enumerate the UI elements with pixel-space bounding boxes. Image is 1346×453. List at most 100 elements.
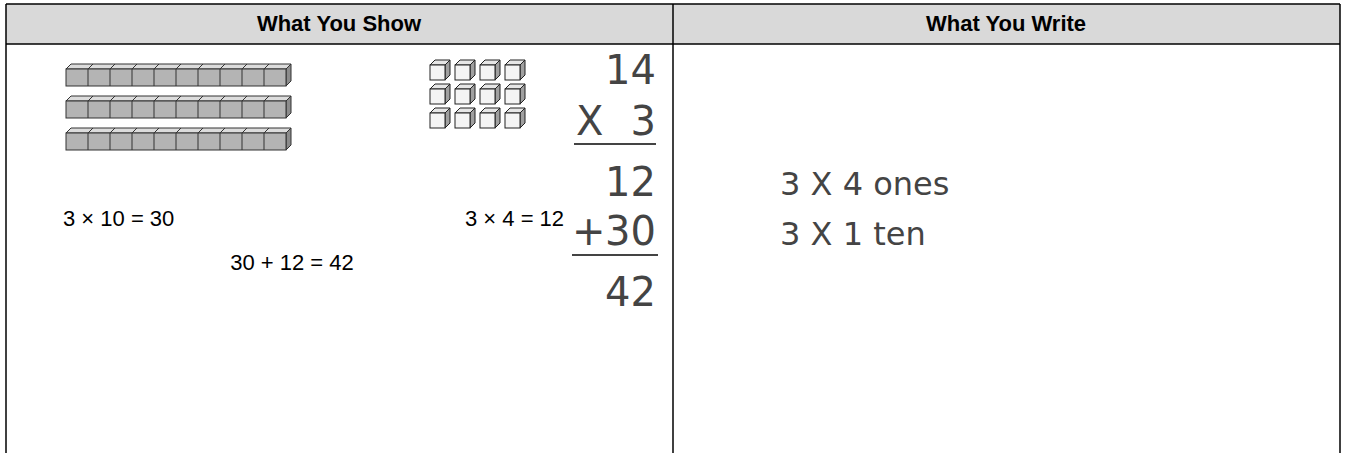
unit-cube <box>505 84 525 104</box>
cube-side <box>470 84 475 104</box>
unit-mark <box>110 64 115 69</box>
unit-mark <box>88 69 89 86</box>
column-header: What You Show <box>257 13 421 35</box>
unit-mark <box>264 133 265 150</box>
cube-side <box>495 60 500 80</box>
cube-side <box>470 60 475 80</box>
unit-mark <box>110 69 111 86</box>
written-operator: + <box>572 211 606 251</box>
unit-mark <box>176 133 177 150</box>
unit-mark <box>242 128 247 133</box>
written-number: 3 <box>631 101 656 141</box>
unit-mark <box>242 64 247 69</box>
rod-side <box>286 96 291 118</box>
unit-mark <box>110 101 111 118</box>
rod-side <box>286 64 291 86</box>
unit-mark <box>176 101 177 118</box>
base-ten-blocks <box>66 60 525 150</box>
written-note: 3 X 1 ten <box>780 218 926 250</box>
column-divider <box>672 4 674 453</box>
unit-mark <box>198 64 203 69</box>
unit-mark <box>88 133 89 150</box>
cube-front <box>505 65 520 80</box>
unit-mark <box>132 69 133 86</box>
unit-mark <box>220 69 221 86</box>
cube-front <box>430 89 445 104</box>
cube-front <box>455 113 470 128</box>
unit-cube <box>455 84 475 104</box>
cube-front <box>455 89 470 104</box>
rod-top <box>66 64 291 69</box>
cube-front <box>430 65 445 80</box>
unit-mark <box>132 101 133 118</box>
unit-mark <box>110 96 115 101</box>
ten-rod <box>66 64 291 86</box>
cube-front <box>455 65 470 80</box>
equation: 30 + 12 = 42 <box>230 252 354 274</box>
unit-cube <box>430 60 450 80</box>
ten-rod <box>66 128 291 150</box>
unit-mark <box>176 96 181 101</box>
unit-cube <box>430 108 450 128</box>
cube-side <box>520 60 525 80</box>
unit-mark <box>264 128 269 133</box>
unit-mark <box>154 101 155 118</box>
unit-mark <box>176 64 181 69</box>
cube-front <box>480 65 495 80</box>
unit-mark <box>110 128 115 133</box>
cube-front <box>480 89 495 104</box>
cube-side <box>445 84 450 104</box>
unit-mark <box>220 101 221 118</box>
unit-mark <box>220 133 221 150</box>
rod-front <box>66 133 286 150</box>
unit-mark <box>132 64 137 69</box>
equation: 3 × 4 = 12 <box>465 208 564 230</box>
sum-rule <box>574 143 656 145</box>
unit-mark <box>88 101 89 118</box>
unit-mark <box>242 96 247 101</box>
rod-side <box>286 128 291 150</box>
written-number: 30 <box>605 211 656 251</box>
written-note: 3 X 4 ones <box>780 168 949 200</box>
unit-cube <box>480 84 500 104</box>
unit-cube <box>480 60 500 80</box>
unit-mark <box>242 133 243 150</box>
rod-front <box>66 101 286 118</box>
unit-cube <box>480 108 500 128</box>
unit-mark <box>198 69 199 86</box>
cube-side <box>520 108 525 128</box>
unit-mark <box>264 101 265 118</box>
unit-mark <box>154 128 159 133</box>
cube-front <box>505 113 520 128</box>
ten-rod <box>66 96 291 118</box>
unit-mark <box>154 64 159 69</box>
cube-side <box>495 84 500 104</box>
unit-mark <box>198 101 199 118</box>
unit-mark <box>176 69 177 86</box>
sum-rule <box>572 254 658 256</box>
written-number: 14 <box>605 50 656 90</box>
unit-mark <box>242 101 243 118</box>
unit-mark <box>198 96 203 101</box>
written-number: 42 <box>605 272 656 312</box>
unit-mark <box>154 133 155 150</box>
unit-cube <box>505 60 525 80</box>
unit-cube <box>505 108 525 128</box>
cube-front <box>505 89 520 104</box>
unit-mark <box>264 64 269 69</box>
written-number: 12 <box>605 162 656 202</box>
unit-mark <box>242 69 243 86</box>
unit-mark <box>154 96 159 101</box>
cube-side <box>470 108 475 128</box>
unit-mark <box>198 133 199 150</box>
column-header: What You Write <box>926 13 1086 35</box>
equation: 3 × 10 = 30 <box>63 208 174 230</box>
unit-mark <box>264 96 269 101</box>
unit-mark <box>88 96 93 101</box>
cube-front <box>480 113 495 128</box>
cube-side <box>520 84 525 104</box>
unit-mark <box>132 96 137 101</box>
cube-side <box>445 60 450 80</box>
